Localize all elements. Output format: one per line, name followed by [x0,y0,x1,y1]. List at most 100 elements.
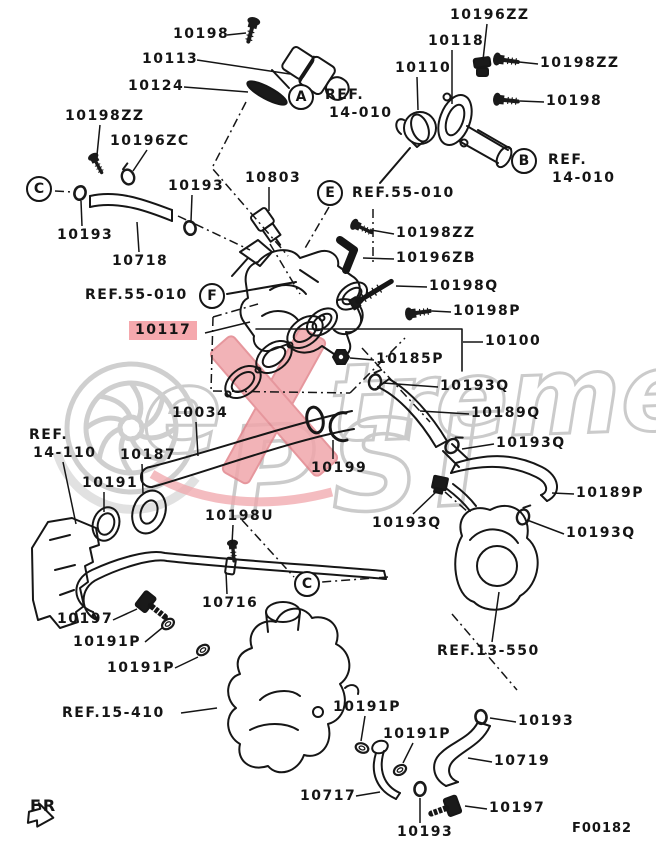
leader-line-10196zb [362,257,395,260]
leader-line-10196zc [132,149,148,172]
leader-line-10716 [225,571,228,595]
callout-b: B [511,148,537,174]
nut-10185p [332,349,350,365]
hose-10719 [433,721,491,787]
fr-direction-label: FR [30,796,58,815]
bolt-10198zz-right [491,51,521,70]
leader-line-10034 [195,421,199,457]
part-label-10193q: 10193Q [496,435,566,451]
leader-line-10198q [395,285,428,288]
part-label-10189q: 10189Q [471,405,541,421]
part-label-10718: 10718 [112,253,169,269]
water-outlet-10118 [437,92,513,169]
leader-line-10719 [467,757,493,763]
part-label-10193: 10193 [397,824,454,840]
leader-line-10198 [226,32,247,36]
part-label-10198: 10198 [546,93,603,109]
dash-lines [54,101,518,691]
callout-c: C [294,571,320,597]
part-label-10196zc: 10196ZC [110,133,190,149]
leader-line-14-110 [62,461,77,525]
bolt-10198-top [241,14,262,45]
leader-line-10193q [382,382,439,388]
part-label-10198u: 10198U [205,508,275,524]
watermark-swoosh-red [149,470,334,507]
part-label-ref-: REF. [29,427,69,443]
leader-line-10191p [360,715,366,742]
part-label-ref-55-010: REF.55-010 [352,185,455,201]
clamp-10193q-a [366,366,385,392]
oring-10191p-c [353,740,371,756]
flange-10187 [131,489,167,535]
leader-line-10198zz [518,61,539,65]
part-label-10803: 10803 [245,170,302,186]
part-label-10185p: 10185P [376,351,444,367]
group-box-10100 [255,328,463,372]
leader-line-10191p [402,742,414,764]
nut-10193q-c [431,474,449,495]
part-label-10199: 10199 [311,460,368,476]
part-label-10716: 10716 [202,595,259,611]
leader-line-10189q [419,410,470,415]
part-label-ref-: REF. [325,87,365,103]
callout-a-link [271,69,290,89]
part-label-10118: 10118 [428,33,485,49]
part-label-10717: 10717 [300,788,357,804]
part-label-10191: 10191 [82,475,139,491]
leader-line-10197 [464,805,488,810]
leader-line-10185p [349,357,375,361]
bolt-10197-left [134,590,168,620]
part-label-10198p: 10198P [453,303,521,319]
leader-lines [62,23,575,823]
oring-10191p-b [193,641,213,659]
part-label-10124: 10124 [128,78,185,94]
leader-line-10193q [412,490,438,515]
part-label-14-010: 14-010 [552,170,616,186]
hose-10718 [89,193,173,222]
leader-line-10718 [136,221,140,253]
part-label-10191p: 10191P [383,726,451,742]
part-label-10196zz: 10196ZZ [450,7,530,23]
clamp-10193-d [412,780,428,798]
part-label-10034: 10034 [172,405,229,421]
leader-line-10717 [355,791,381,797]
leader-line-10191p [144,627,163,643]
part-label-10198q: 10198Q [429,278,499,294]
bolt-10198p [403,303,433,322]
part-label-10191p: 10191P [107,660,175,676]
part-label-14-110: 14-110 [33,445,97,461]
gasket-10124 [246,80,288,106]
leader-line-10198 [519,100,545,103]
part-label-10187: 10187 [120,447,177,463]
sensor-10803 [250,207,282,246]
part-label-10198zz: 10198ZZ [65,108,145,124]
leader-line-10191p [174,656,199,669]
leader-line-10196zz [482,23,488,61]
part-label-10193: 10193 [168,178,225,194]
gasket-10191 [91,506,121,542]
bolt-10197-bottom [428,794,463,818]
leader-line-10113 [196,59,291,75]
oring-10191p-a [158,615,178,633]
clamp-rings-10199 [305,405,349,443]
thermostat-10110 [395,111,437,148]
leader-line-10110 [416,76,419,111]
leader-line-10198p [431,310,452,313]
leader-line-10193q [526,519,565,535]
figure-code: F00182 [572,821,633,836]
part-label-10193: 10193 [57,227,114,243]
oring-10191p-d [391,761,409,779]
part-label-ref-55-010: REF.55-010 [85,287,188,303]
part-label-10191p: 10191P [333,699,401,715]
valve-cover [227,601,360,774]
part-label-10193: 10193 [518,713,575,729]
leader-line-ref-15-410 [180,707,218,714]
elbow-10196zb [336,236,358,274]
part-label-10117: 10117 [129,321,198,340]
part-label-ref-15-410: REF.15-410 [62,705,165,721]
engine-block [31,517,100,629]
watermark-swoosh-gray [52,450,200,514]
leader-line-10198u [231,524,234,545]
